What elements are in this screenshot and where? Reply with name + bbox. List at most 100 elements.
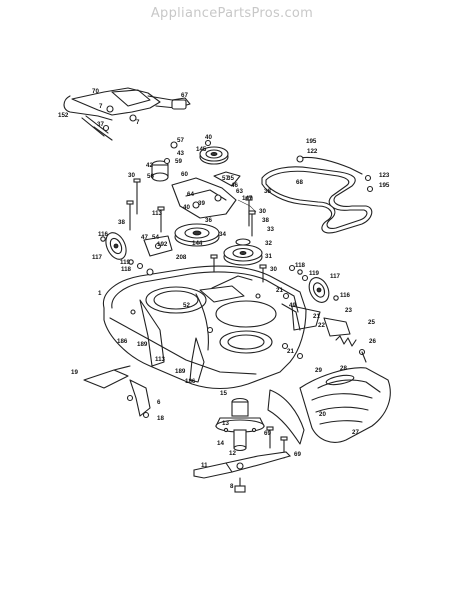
deck-lift-lever-assembly — [63, 87, 191, 141]
callout-52: 52 — [183, 302, 190, 309]
callout-7b: 7 — [136, 119, 140, 126]
callout-23: 23 — [345, 307, 352, 314]
center-spindle-pulley — [174, 223, 220, 247]
bolts — [126, 178, 267, 283]
deck-drive-belt — [261, 155, 374, 234]
callout-40b: 40 — [183, 204, 190, 211]
callout-67: 67 — [181, 92, 188, 99]
callout-119a: 119 — [120, 259, 131, 266]
callout-64: 64 — [187, 191, 194, 198]
callout-30a: 30 — [128, 172, 135, 179]
idler-pulley-upper — [199, 139, 229, 165]
callout-68: 68 — [296, 179, 303, 186]
callout-43: 43 — [177, 150, 184, 157]
callout-47: 47 — [141, 234, 148, 241]
callout-46: 46 — [231, 182, 238, 189]
right-gauge-wheel — [297, 269, 339, 303]
mower-deck-housing — [102, 265, 307, 390]
callout-15: 15 — [220, 390, 227, 397]
callout-60: 60 — [181, 171, 188, 178]
callout-36: 36 — [205, 217, 212, 224]
callout-113a: 113 — [152, 210, 163, 217]
callout-144: 144 — [192, 240, 203, 247]
callout-59: 59 — [175, 158, 182, 165]
right-spindle-pulley — [223, 238, 263, 266]
deck-baffle — [267, 389, 305, 445]
deck-right-bracket — [291, 305, 367, 363]
callout-38b: 38 — [118, 219, 125, 226]
callout-189b: 189 — [175, 368, 186, 375]
callout-1: 1 — [98, 290, 102, 297]
callout-113b: 113 — [155, 356, 166, 363]
misc-hardware — [136, 262, 309, 360]
belt-guide-bracket — [143, 235, 173, 257]
discharge-chute — [299, 367, 391, 443]
callout-25: 25 — [368, 319, 375, 326]
callout-54: 54 — [152, 234, 159, 241]
callout-57a: 57 — [177, 137, 184, 144]
callout-19: 19 — [71, 369, 78, 376]
callout-69a: 69 — [264, 430, 271, 437]
callout-70: 70 — [92, 88, 99, 95]
callout-6: 6 — [157, 399, 161, 406]
callout-12: 12 — [229, 450, 236, 457]
left-gauge-wheel — [100, 232, 134, 265]
callout-37a: 37 — [97, 121, 104, 128]
callout-21a: 21 — [276, 287, 283, 294]
callout-63: 63 — [236, 188, 243, 195]
callout-29: 29 — [315, 367, 322, 374]
blade-spindle-assembly — [215, 397, 288, 459]
callout-192: 192 — [157, 241, 168, 248]
callout-123: 123 — [379, 172, 390, 179]
mower-blade — [193, 451, 292, 479]
callout-14: 14 — [217, 440, 224, 447]
callout-186a: 186 — [117, 338, 128, 345]
callout-69b: 69 — [294, 451, 301, 458]
callout-152: 152 — [58, 112, 69, 119]
deck-hanger-brackets — [83, 299, 205, 419]
callout-8: 8 — [230, 483, 234, 490]
callout-31: 31 — [265, 253, 272, 260]
callout-30b: 30 — [259, 208, 266, 215]
callout-195b: 195 — [379, 182, 390, 189]
callout-116b: 116 — [340, 292, 351, 299]
callout-189a: 189 — [137, 341, 148, 348]
callout-13: 13 — [222, 420, 229, 427]
callout-186b: 186 — [185, 378, 196, 385]
callout-208: 208 — [176, 254, 187, 261]
site-watermark: AppliancePartsPros.com — [150, 6, 314, 21]
callout-119b: 119 — [309, 270, 320, 277]
callout-33: 33 — [267, 226, 274, 233]
callout-117b: 117 — [330, 273, 341, 280]
blade-bolt — [234, 477, 246, 493]
callout-26: 26 — [369, 338, 376, 345]
callout-28: 28 — [340, 365, 347, 372]
callout-145: 145 — [196, 146, 207, 153]
callout-20: 20 — [319, 411, 326, 418]
callout-147: 147 — [242, 195, 253, 202]
callout-11: 11 — [201, 462, 208, 469]
callout-22: 22 — [318, 322, 325, 329]
callout-122: 122 — [307, 148, 318, 155]
callout-21b: 21 — [313, 313, 320, 320]
callout-118a: 118 — [121, 266, 132, 273]
callout-30c: 30 — [270, 266, 277, 273]
callout-21c: 21 — [287, 348, 294, 355]
callout-195a: 195 — [306, 138, 317, 145]
callout-34: 34 — [219, 231, 226, 238]
idler-arm-bracket — [171, 171, 257, 219]
callout-27: 27 — [352, 429, 359, 436]
callout-39: 39 — [198, 200, 205, 207]
callout-38a: 38 — [264, 188, 271, 195]
callout-49: 49 — [289, 302, 296, 309]
callout-42: 42 — [146, 162, 153, 169]
callout-38c: 38 — [262, 217, 269, 224]
callout-57b: 57 — [222, 175, 229, 182]
callout-56: 56 — [147, 173, 154, 180]
callout-116a: 116 — [98, 231, 109, 238]
callout-118b: 118 — [295, 262, 306, 269]
spindle-pulley-left-top — [151, 141, 178, 182]
callout-7a: 7 — [99, 103, 103, 110]
